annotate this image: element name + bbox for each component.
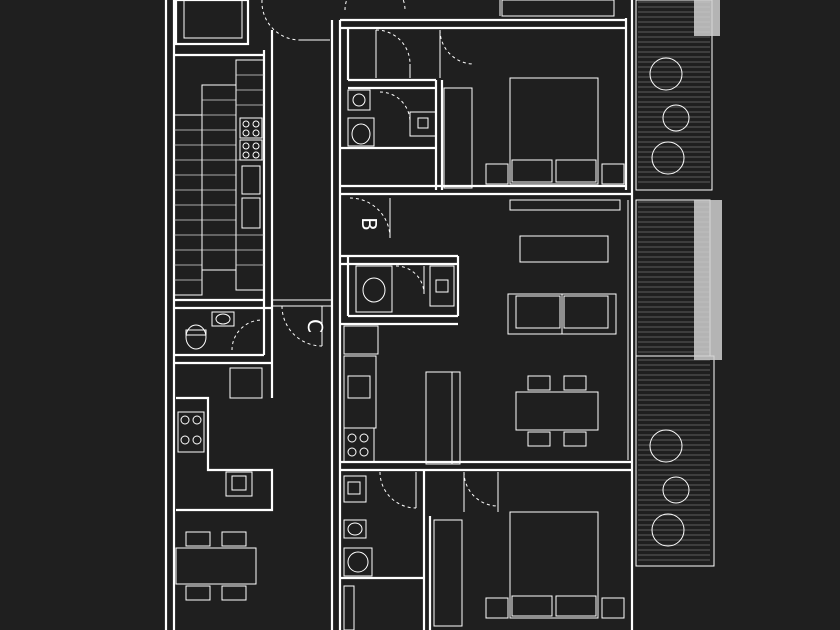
unit-c bbox=[174, 298, 332, 601]
balcony bbox=[635, 0, 722, 567]
stair-core bbox=[173, 53, 265, 296]
top-shaft bbox=[174, 0, 406, 46]
unit-lower bbox=[340, 460, 632, 630]
unit-label-b: B bbox=[357, 217, 381, 231]
unit-label-c: C bbox=[303, 319, 327, 333]
unit-b-living: B bbox=[340, 197, 621, 465]
unit-b-upper bbox=[340, 0, 632, 196]
